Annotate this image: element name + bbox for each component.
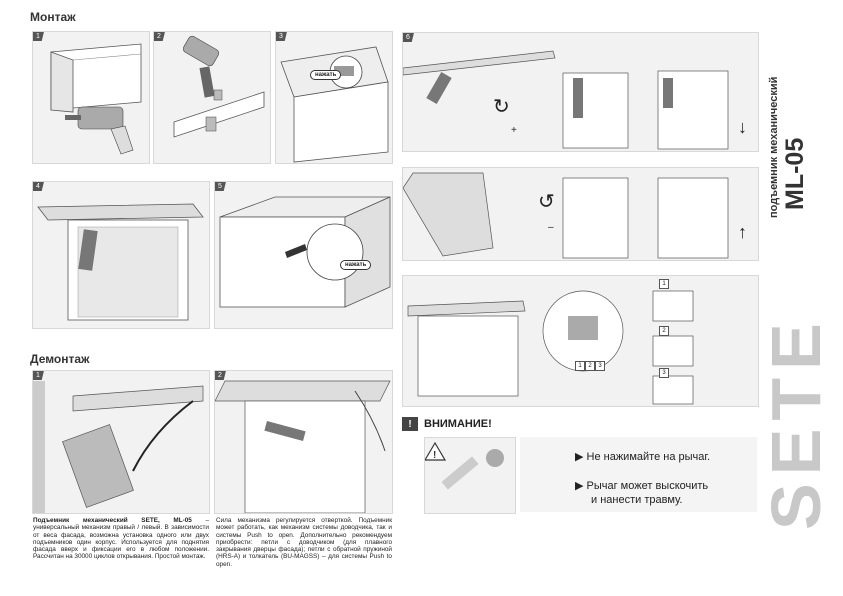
svg-text:↺: ↺ [538,191,555,213]
hinge-number: 3 [595,361,605,371]
force-increase-drawing: ↻ + ↓ [403,50,747,150]
drill-top-drawing [173,35,265,138]
brand-logo: SETE [757,315,835,530]
section-title-mount: Монтаж [30,10,76,24]
step-number: 2 [215,371,226,380]
warning-bullet-2-text: Рычаг может выскочить [586,480,709,492]
warning-icon: ! [402,417,418,431]
step-number: 6 [403,33,414,42]
svg-text:↓: ↓ [738,117,747,137]
mount-step-3-illustration: 3 нажать [275,31,393,164]
warning-heading: ! ВНИМАНИЕ! [402,417,492,431]
press-label: нажать [340,260,372,270]
step-number: 1 [33,32,44,41]
warning-bullet-2: ▶ Рычаг может выскочить [575,480,709,492]
adjust-badge: 3 [659,368,669,378]
svg-text:↻: ↻ [493,96,510,118]
hinge-adjust-illustration: 1 2 3 1 2 3 [402,275,759,407]
drill-cabinet-drawing [50,43,142,155]
hinge-number: 2 [585,361,595,371]
svg-text:–: – [548,222,554,233]
adjust-badge: 2 [659,326,669,336]
warning-illustration: ! [424,437,516,514]
mount-step-2-illustration: 2 [153,31,271,164]
section-title-dismount: Демонтаж [30,352,90,366]
product-subtitle: подъемник механический [768,76,780,218]
warning-bullet-1-text: Не нажимайте на рычаг. [586,451,711,463]
description-text: Сила механизма регулируется отверткой. П… [216,517,392,568]
warning-text-box [520,437,757,512]
warning-bullet-2-text-cont: и нанести травму. [591,494,683,506]
description-text: – универсальный механизм правый / левый.… [33,517,209,561]
adjust-badge: 1 [659,279,669,289]
warning-title: ВНИМАНИЕ! [424,418,492,430]
cabinet-box-drawing [219,196,391,308]
description-col-1: Подъемник механический SETE, ML-05 – уни… [33,517,209,561]
warning-bullet-2-cont: и нанести травму. [591,494,682,506]
cabinet-open-lid-drawing [37,203,204,321]
svg-text:!: ! [433,450,436,461]
mount-step-5-illustration: 5 нажать [214,181,393,329]
hinge-number: 1 [575,361,585,371]
description-bold: Подъемник механический SETE, ML-05 [33,517,192,524]
force-decrease-drawing: ↺ – ↑ [403,172,747,259]
press-label: нажать [310,70,342,80]
product-model: ML-05 [781,137,809,210]
force-increase-illustration: 6 ↻ + ↓ [402,32,759,152]
step-number: 1 [33,371,44,380]
step-number: 4 [33,182,44,191]
lid-removal-drawing [215,380,391,513]
hinge-adjust-drawing [407,290,694,405]
lever-warning-drawing: ! [425,441,504,490]
mount-step-1-illustration: 1 [32,31,150,164]
step-number: 5 [215,182,226,191]
description-col-2: Сила механизма регулируется отверткой. П… [216,517,392,568]
step-number: 2 [154,32,165,41]
force-decrease-illustration: ↺ – ↑ [402,167,759,261]
warning-bullet-1: ▶ Не нажимайте на рычаг. [575,451,711,463]
cabinet-lid-drawing [280,46,389,163]
dismount-step-1-illustration: 1 [32,370,210,514]
svg-text:↑: ↑ [738,222,747,242]
svg-text:+: + [511,125,517,136]
mount-step-4-illustration: 4 [32,181,210,329]
mechanism-removal-drawing [33,381,204,513]
dismount-step-2-illustration: 2 [214,370,393,514]
step-number: 3 [276,32,287,41]
